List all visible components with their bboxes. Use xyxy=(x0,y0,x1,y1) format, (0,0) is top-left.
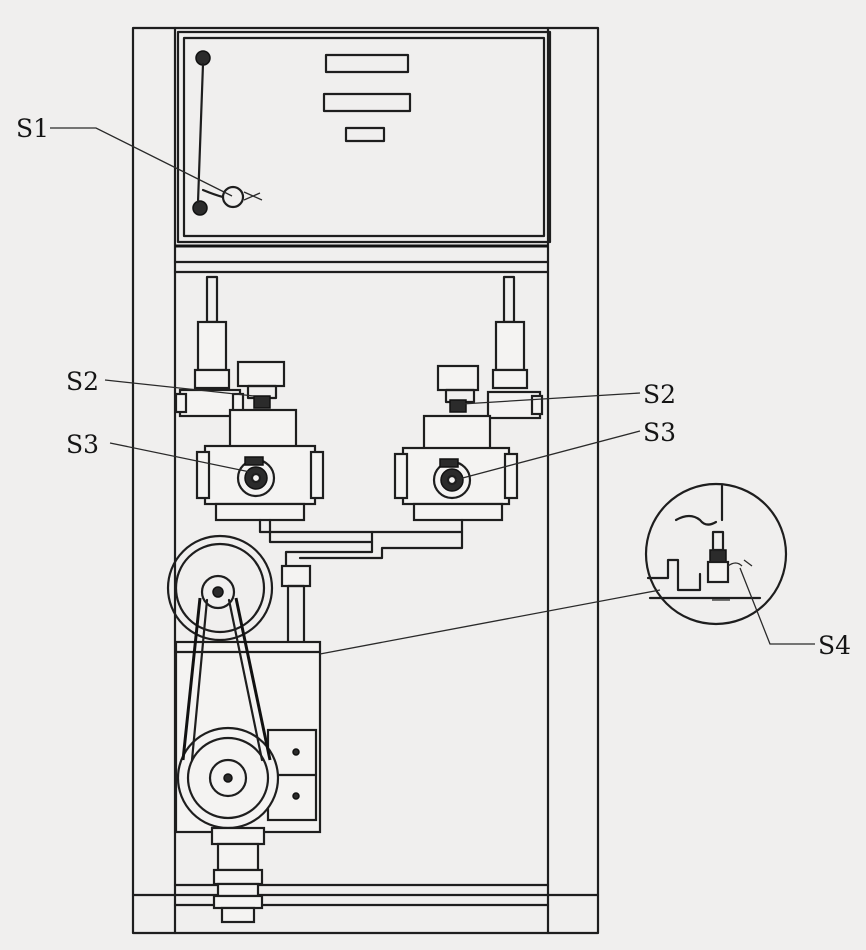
left-pipe-assembly xyxy=(174,275,286,418)
bottom-coupling xyxy=(210,826,266,924)
label-s3-left: S3 xyxy=(66,430,99,459)
label-s4: S4 xyxy=(818,631,851,660)
right-flow-meter xyxy=(393,414,519,522)
left-flow-meter xyxy=(195,408,325,522)
label-s1: S1 xyxy=(16,114,49,143)
right-pipe-assembly xyxy=(436,275,544,420)
control-panel xyxy=(173,30,552,274)
manifold-pipes xyxy=(258,518,464,652)
label-s3-right: S3 xyxy=(643,418,676,447)
label-s2-left: S2 xyxy=(66,367,99,396)
upper-pulley xyxy=(166,534,274,642)
label-s2-right: S2 xyxy=(643,380,676,409)
leader-lines xyxy=(50,127,815,655)
detail-magnifier xyxy=(644,482,788,626)
